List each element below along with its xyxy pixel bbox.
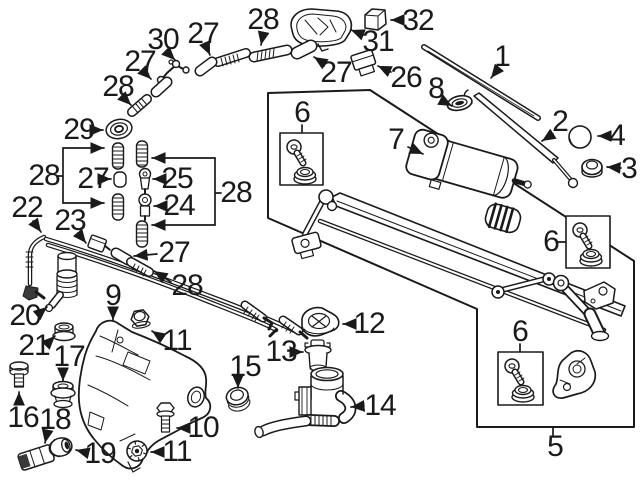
part-32-connector: [364, 8, 387, 31]
part-28-coil-right-bottom: [135, 220, 149, 248]
part-13-strainer: [304, 339, 332, 372]
part-28-coil-left-top: [111, 142, 125, 170]
callout-16[interactable]: 16: [7, 401, 39, 434]
part-11-nut-lower: [126, 440, 148, 462]
part-17-grommet: [50, 380, 76, 409]
callout-28-bracket-left[interactable]: 28: [28, 159, 60, 192]
callout-2[interactable]: 2: [552, 105, 569, 138]
part-27-tube-arc-left: [150, 76, 173, 98]
part-12-reservoir-cap: [301, 306, 340, 337]
part-29-grommet: [105, 118, 133, 140]
part-27-tube-arc-right: [194, 56, 218, 77]
part-27-tube-mid: [110, 247, 134, 266]
part-2-wiper-arm: [473, 92, 579, 189]
part-21-grommet: [52, 322, 76, 342]
callout-6-right[interactable]: 6: [543, 225, 560, 258]
hose-end-springs: [240, 300, 309, 340]
callout-31[interactable]: 31: [362, 25, 394, 58]
part-5-mount-bracket: [552, 350, 597, 399]
callout-20[interactable]: 20: [9, 299, 41, 332]
fastener-kit-box-bottom: [497, 351, 544, 406]
part-3-pivot-nut: [581, 158, 603, 178]
callout-5[interactable]: 5: [547, 430, 564, 463]
part-31-nozzle-housing: [290, 8, 353, 52]
part-28-spring-hose-mid: [126, 257, 154, 277]
callout-22[interactable]: 22: [11, 191, 43, 224]
callout-7[interactable]: 7: [388, 123, 405, 156]
callout-24[interactable]: 24: [163, 189, 195, 222]
callout-29[interactable]: 29: [63, 113, 95, 146]
part-19-plug: [48, 437, 73, 458]
callout-19[interactable]: 19: [84, 437, 116, 470]
motor-crank-boot: [484, 202, 522, 234]
callout-10[interactable]: 10: [187, 411, 219, 444]
part-5-linkage-frame: [291, 189, 626, 342]
part-28-coil-right-top: [135, 140, 149, 168]
part-4-pivot-cap: [568, 125, 592, 149]
callout-27-top[interactable]: 27: [320, 56, 352, 89]
fastener-kit-box-left: [279, 132, 324, 186]
part-28-coil-left-bottom: [111, 193, 125, 221]
callout-23[interactable]: 23: [54, 204, 86, 237]
part-24-check-valve: [138, 193, 152, 221]
part-26-check-valve: [350, 49, 377, 77]
callout-6-bottom[interactable]: 6: [512, 315, 529, 348]
callout-28-mid[interactable]: 28: [171, 269, 203, 302]
callout-18[interactable]: 18: [39, 403, 71, 436]
callout-8[interactable]: 8: [428, 72, 445, 105]
callout-14[interactable]: 14: [364, 389, 396, 422]
callout-9[interactable]: 9: [105, 279, 122, 312]
part-20-washer-pump: [44, 251, 78, 313]
callout-12[interactable]: 12: [353, 307, 385, 340]
callout-27-arc-left[interactable]: 27: [124, 45, 156, 78]
callout-11-lower[interactable]: 11: [162, 435, 192, 468]
callout-4[interactable]: 4: [609, 119, 626, 152]
callout-27-column[interactable]: 27: [77, 162, 109, 195]
part-28-spring-hose-arc: [213, 48, 251, 67]
part-22-washer-hose: [22, 234, 302, 338]
callout-32[interactable]: 32: [402, 4, 434, 37]
callout-27-arc-right[interactable]: 27: [187, 17, 219, 50]
part-16-plug: [9, 361, 29, 388]
part-28-spring-hose-arc-left: [127, 94, 152, 117]
callout-6-left[interactable]: 6: [294, 96, 311, 129]
part-9-reservoir: [77, 319, 212, 473]
callout-25[interactable]: 25: [161, 162, 193, 195]
callout-3[interactable]: 3: [621, 152, 638, 185]
callout-30[interactable]: 30: [147, 23, 179, 56]
part-8-pivot-grommet: [446, 94, 473, 112]
callout-17[interactable]: 17: [53, 340, 85, 373]
part-1-wiper-blade: [421, 44, 541, 121]
part-28-spring-hose-top-right: [248, 44, 293, 63]
callout-28-arc-left[interactable]: 28: [102, 70, 134, 103]
callout-28-bracket-right[interactable]: 28: [220, 176, 252, 209]
part-7-wiper-motor: [405, 128, 532, 199]
part-11-nut-upper: [130, 309, 151, 329]
callout-27-mid[interactable]: 27: [158, 236, 190, 269]
part-25-washer-nozzle: [138, 167, 152, 194]
callout-28-arc-right[interactable]: 28: [247, 3, 279, 36]
part-23-valve: [87, 234, 111, 253]
callout-11-upper[interactable]: 11: [162, 324, 192, 357]
callout-15[interactable]: 15: [229, 350, 261, 383]
fastener-kit-box-right: [565, 215, 611, 269]
callout-26[interactable]: 26: [390, 61, 422, 94]
part-27-tube-column: [113, 171, 127, 188]
part-27-tube-top: [290, 39, 318, 60]
leader-arrows: [13, 14, 622, 460]
part-10-bolt: [156, 402, 175, 433]
part-14-filler-neck: [254, 366, 357, 439]
callout-13[interactable]: 13: [265, 335, 297, 368]
callout-1[interactable]: 1: [494, 40, 511, 73]
part-15-grommet: [225, 386, 251, 412]
callout-21[interactable]: 21: [18, 329, 50, 362]
